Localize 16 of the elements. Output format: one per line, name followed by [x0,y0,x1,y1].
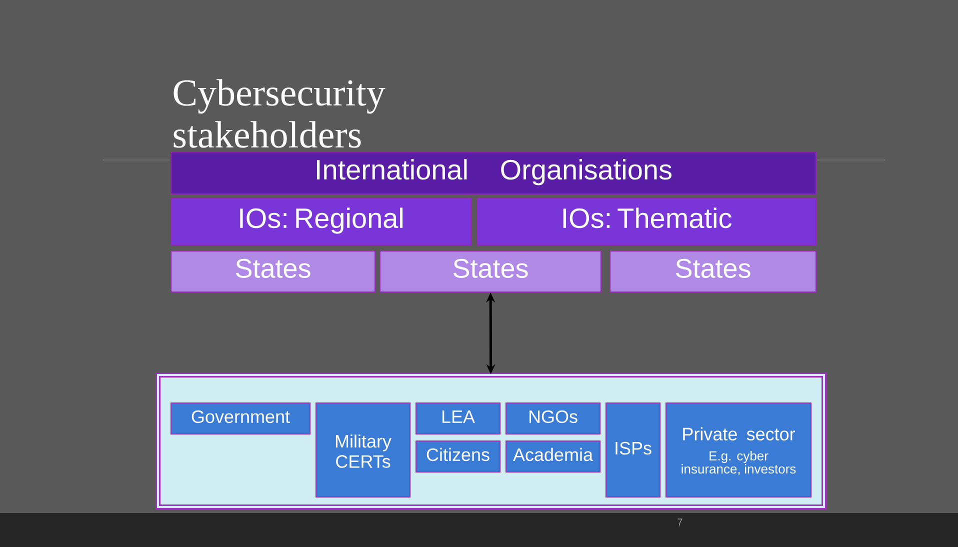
organisation-band: International Organisations [170,152,816,194]
page-number: 7 [678,518,682,526]
category-box: IOs: Thematic [476,198,816,246]
stakeholder-box: Citizens [416,440,500,472]
state-box: States [380,250,602,292]
stakeholder-box: LEA [416,402,500,434]
state-box: States [170,250,376,292]
stakeholder-box: Military CERTs [316,402,410,498]
stakeholder-box: ISPs [606,402,660,498]
stakeholder-box: Private sector E.g. cyber insurance, investors [666,402,812,498]
title: Cybersecurity stakeholders [174,79,386,148]
stakeholder-box: Academia [506,440,600,472]
category-box: IOs: Regional [170,198,472,246]
stakeholder-box: Government [170,402,310,434]
state-box: States [610,250,816,292]
stakeholder-box: NGOs [506,402,600,434]
